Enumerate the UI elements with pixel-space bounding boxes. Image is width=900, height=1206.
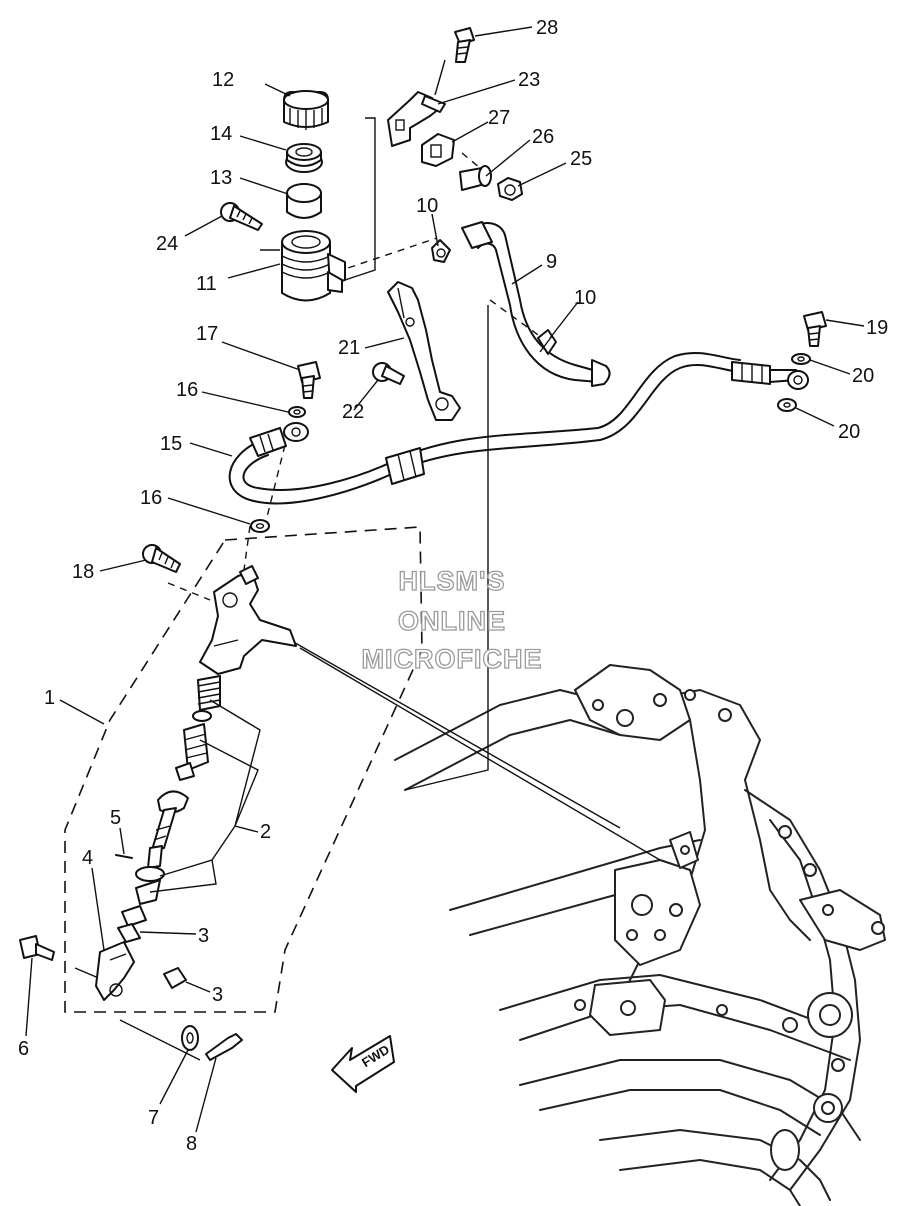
hose-bracket bbox=[387, 91, 446, 147]
callout-11: 11 bbox=[196, 273, 217, 295]
callout-12: 12 bbox=[212, 69, 234, 91]
cotter-pin-8 bbox=[205, 1033, 243, 1061]
collar bbox=[459, 165, 492, 191]
watermark-line-2: ONLINE bbox=[398, 606, 506, 636]
callout-3-upper: 3 bbox=[198, 925, 209, 947]
callout-13: 13 bbox=[210, 167, 232, 189]
watermark-line-1: HLSM'S bbox=[399, 566, 506, 596]
callout-2: 2 bbox=[260, 821, 271, 843]
reservoir-plate bbox=[285, 143, 323, 173]
callout-16-upper: 16 bbox=[176, 379, 198, 401]
callout-25: 25 bbox=[570, 148, 592, 170]
gasket-lower bbox=[250, 519, 270, 533]
callout-21: 21 bbox=[338, 337, 360, 359]
washer-7 bbox=[181, 1025, 199, 1051]
callout-27: 27 bbox=[488, 107, 510, 129]
gasket-right-lower bbox=[777, 398, 797, 412]
frame-structure bbox=[394, 664, 886, 1206]
locknut-3b bbox=[163, 967, 187, 989]
guide-bolt bbox=[372, 362, 405, 385]
callout-14: 14 bbox=[210, 123, 232, 145]
callout-9: 9 bbox=[546, 251, 557, 273]
union-bolt-upper bbox=[297, 361, 321, 399]
reservoir-bolt bbox=[220, 202, 263, 231]
callout-10-upper: 10 bbox=[416, 195, 438, 217]
callout-8: 8 bbox=[186, 1133, 197, 1155]
union-bolt-right bbox=[803, 311, 827, 347]
callout-1: 1 bbox=[44, 687, 55, 709]
hose-guide bbox=[387, 281, 461, 421]
brake-hose bbox=[228, 352, 809, 505]
callout-3-lower: 3 bbox=[212, 984, 223, 1006]
bracket-bolt bbox=[454, 27, 475, 63]
reservoir-cap bbox=[283, 90, 329, 130]
master-cylinder-body bbox=[199, 565, 297, 675]
gasket-right-upper bbox=[791, 353, 811, 365]
callout-20-lower: 20 bbox=[838, 421, 860, 443]
callout-6: 6 bbox=[18, 1038, 29, 1060]
callout-26: 26 bbox=[532, 126, 554, 148]
cotter-pin-5 bbox=[115, 854, 133, 859]
nut-25 bbox=[497, 177, 523, 201]
clevis-nut-upper bbox=[135, 866, 165, 905]
callout-19: 19 bbox=[866, 317, 888, 339]
callout-4: 4 bbox=[82, 847, 93, 869]
watermark-line-3: MICROFICHE bbox=[362, 644, 543, 674]
reservoir-hose bbox=[461, 221, 611, 387]
callout-17: 17 bbox=[196, 323, 218, 345]
reservoir-diaphragm bbox=[286, 183, 322, 219]
gasket-upper bbox=[288, 406, 306, 418]
watermark: HLSM'S ONLINE MICROFICHE bbox=[361, 565, 543, 674]
callout-7: 7 bbox=[148, 1107, 159, 1129]
callout-23: 23 bbox=[518, 69, 540, 91]
master-cylinder-bolt bbox=[142, 544, 181, 573]
grommet bbox=[421, 133, 455, 167]
callout-numbers: 12 14 13 24 11 28 23 27 26 25 10 9 10 21… bbox=[18, 17, 888, 1155]
callout-24: 24 bbox=[156, 233, 178, 255]
piston-kit bbox=[147, 675, 221, 869]
callout-10-lower: 10 bbox=[574, 287, 596, 309]
callout-leaders bbox=[25, 26, 865, 1133]
clevis-bolt-6 bbox=[19, 935, 55, 961]
callout-5: 5 bbox=[110, 807, 121, 829]
callout-22: 22 bbox=[342, 401, 364, 423]
hose-clip-upper bbox=[431, 239, 451, 263]
reservoir-body bbox=[281, 230, 346, 302]
locknut-3a bbox=[117, 905, 147, 943]
callout-15: 15 bbox=[160, 433, 182, 455]
callout-16-lower: 16 bbox=[140, 487, 162, 509]
clevis-4 bbox=[95, 941, 135, 1001]
callout-20-upper: 20 bbox=[852, 365, 874, 387]
callout-28: 28 bbox=[536, 17, 558, 39]
assembly-box-outline bbox=[64, 526, 423, 1013]
fwd-arrow: FWD bbox=[331, 1035, 395, 1093]
leader-lines bbox=[74, 59, 661, 1061]
callout-18: 18 bbox=[72, 561, 94, 583]
